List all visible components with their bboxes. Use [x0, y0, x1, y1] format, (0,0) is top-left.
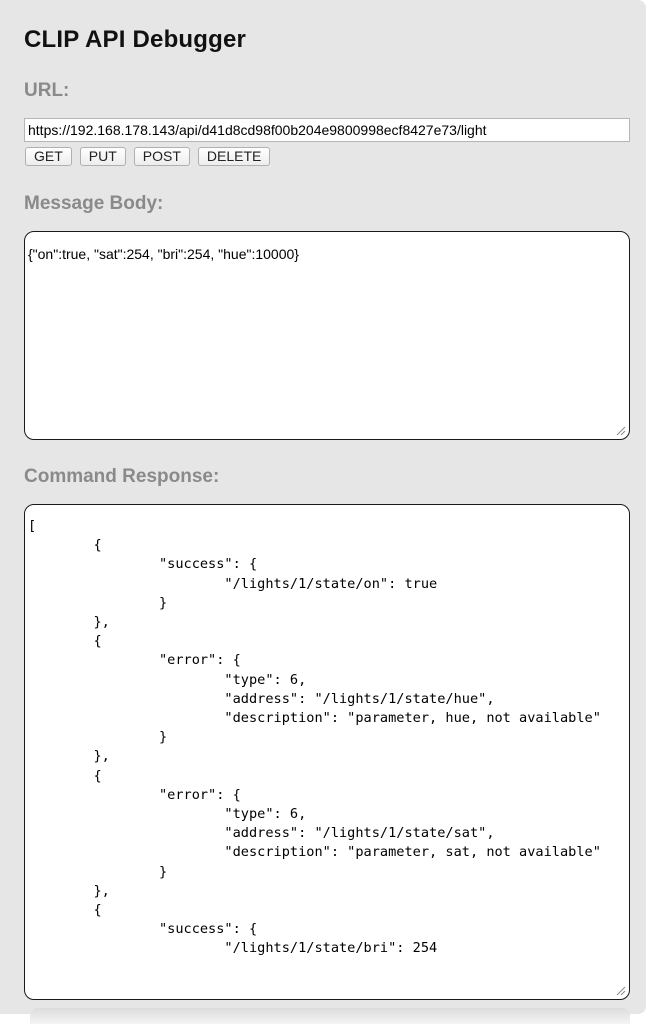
message-body-label: Message Body:: [24, 193, 164, 214]
page-title: CLIP API Debugger: [24, 26, 247, 53]
message-body-text: {"on":true, "sat":254, "bri":254, "hue":…: [28, 246, 299, 262]
bottom-edge: [30, 1008, 630, 1024]
message-body-textarea[interactable]: {"on":true, "sat":254, "bri":254, "hue":…: [24, 231, 630, 440]
command-response-text: [ { "success": { "/lights/1/state/on": t…: [28, 518, 601, 957]
url-label: URL:: [24, 80, 70, 101]
command-response-label: Command Response:: [24, 466, 220, 487]
resize-grip-icon[interactable]: [615, 425, 626, 436]
get-button[interactable]: GET: [25, 147, 72, 166]
delete-button[interactable]: DELETE: [197, 147, 271, 166]
post-button[interactable]: POST: [133, 147, 190, 166]
url-input[interactable]: https://192.168.178.143/api/d41d8cd98f00…: [24, 118, 630, 142]
command-response-textarea[interactable]: [ { "success": { "/lights/1/state/on": t…: [24, 504, 630, 1000]
put-button[interactable]: PUT: [79, 147, 126, 166]
method-buttons: GET PUT POST DELETE: [25, 147, 271, 167]
resize-grip-icon[interactable]: [615, 985, 626, 996]
